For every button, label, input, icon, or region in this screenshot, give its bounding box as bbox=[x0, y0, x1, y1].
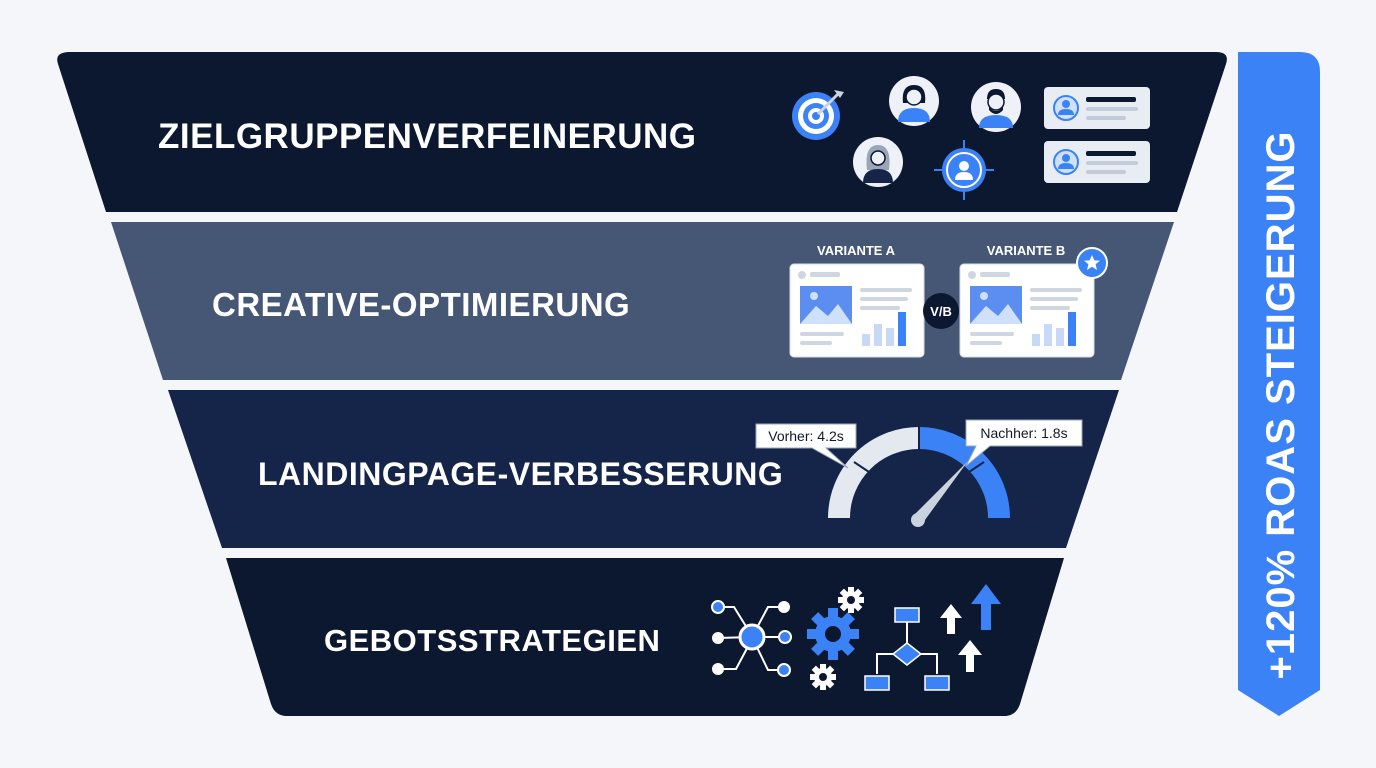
profile-card-icon bbox=[1044, 87, 1150, 129]
crosshair-user-icon bbox=[934, 140, 994, 200]
funnel-tier-2: CREATIVE-OPTIMIERUNG VARIANTE A VARIANTE… bbox=[111, 222, 1174, 380]
speed-gauge-icon bbox=[828, 425, 1010, 527]
tier-3-label: LANDINGPAGE-VERBESSERUNG bbox=[258, 456, 783, 492]
star-badge-icon bbox=[1076, 247, 1108, 279]
versus-badge: V/B bbox=[923, 293, 959, 329]
tier-1-label: ZIELGRUPPENVERFEINERUNG bbox=[158, 117, 697, 156]
woman-avatar-icon bbox=[889, 76, 939, 126]
roas-banner-label: +120% ROAS STEIGERUNG bbox=[1259, 131, 1303, 680]
versus-label: V/B bbox=[930, 304, 952, 319]
flowchart-icon bbox=[864, 607, 950, 691]
tier-2-label: CREATIVE-OPTIMIERUNG bbox=[212, 286, 630, 323]
variant-b-label: VARIANTE B bbox=[987, 243, 1065, 258]
before-callout: Vorher: 4.2s bbox=[755, 423, 857, 469]
profile-card-icon bbox=[1044, 141, 1150, 183]
tier-3-band bbox=[168, 390, 1119, 548]
network-nodes-icon bbox=[711, 600, 792, 677]
tier-4-label: GEBOTSSTRATEGIEN bbox=[324, 623, 660, 658]
after-value: Nachher: 1.8s bbox=[980, 425, 1067, 441]
ad-variant-card-icon bbox=[789, 263, 925, 358]
variant-a-label: VARIANTE A bbox=[817, 243, 896, 258]
after-callout: Nachher: 1.8s bbox=[965, 419, 1083, 467]
up-arrows-icon bbox=[940, 584, 1001, 672]
roas-banner-shape bbox=[1238, 52, 1320, 716]
roas-banner: +120% ROAS STEIGERUNG bbox=[1238, 52, 1320, 716]
funnel-tier-3: LANDINGPAGE-VERBESSERUNG Vorher: 4.2s Na… bbox=[168, 390, 1119, 548]
woman-avatar-icon bbox=[853, 137, 903, 187]
man-avatar-icon bbox=[971, 82, 1021, 132]
funnel-tier-4: GEBOTSSTRATEGIEN bbox=[226, 558, 1064, 716]
funnel-tier-1: ZIELGRUPPENVERFEINERUNG bbox=[57, 52, 1227, 212]
gears-icon bbox=[807, 587, 864, 690]
target-icon bbox=[792, 90, 844, 140]
ad-variant-card-icon bbox=[959, 263, 1095, 358]
before-value: Vorher: 4.2s bbox=[768, 428, 844, 444]
